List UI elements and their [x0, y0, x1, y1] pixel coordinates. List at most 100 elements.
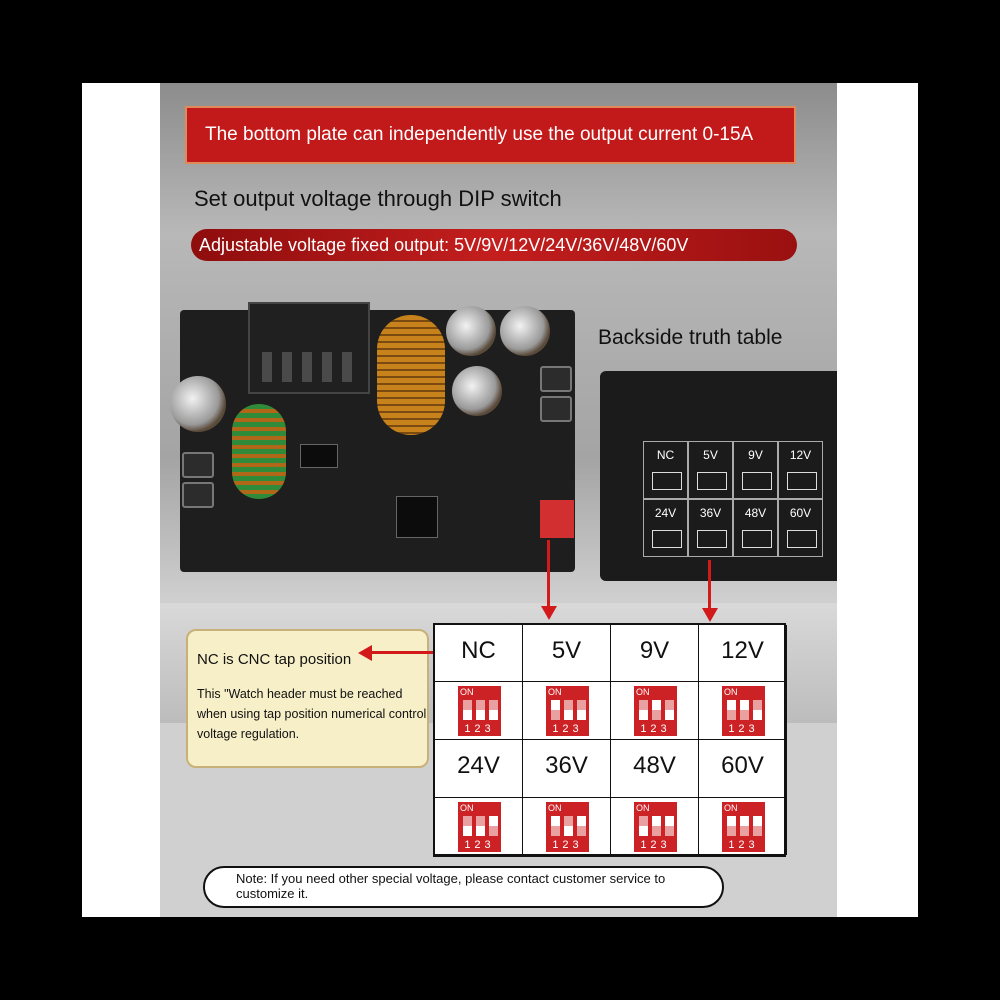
- dip-switch-icon: ON 123: [546, 686, 589, 736]
- mini-label: 60V: [789, 506, 812, 520]
- mini-label: 9V: [748, 448, 763, 462]
- dip-on-label: ON: [724, 687, 738, 697]
- dip-knob: [564, 826, 573, 836]
- dip-slot: [665, 700, 674, 720]
- dip-knob: [652, 816, 661, 826]
- dip-slot: [577, 816, 586, 836]
- backside-board-image: [600, 371, 837, 581]
- arrow-left-icon: [358, 645, 372, 661]
- capacitor: [452, 366, 502, 416]
- dip-knob: [727, 816, 736, 826]
- heatsink-fin: [302, 352, 312, 382]
- heatsink-fin: [342, 352, 352, 382]
- mini-label: NC: [656, 448, 675, 462]
- dip-knob: [740, 816, 749, 826]
- dip-on-label: ON: [460, 803, 474, 813]
- dip-knob: [639, 710, 648, 720]
- dip-knob: [476, 826, 485, 836]
- heatsink-fin: [282, 352, 292, 382]
- dip-slot: [740, 816, 749, 836]
- backside-title: Backside truth table: [598, 326, 783, 349]
- dip-numbers: 123: [640, 723, 671, 735]
- mini-cell: 48V: [733, 499, 778, 557]
- dip-numbers: 123: [728, 723, 759, 735]
- dip-numbers: 123: [728, 839, 759, 851]
- subtitle: Set output voltage through DIP switch: [194, 186, 562, 211]
- dip-knob: [564, 710, 573, 720]
- dip-knob: [740, 700, 749, 710]
- dip-knob: [577, 710, 586, 720]
- dip-switch-icon: ON 123: [722, 686, 765, 736]
- dip-knob: [476, 710, 485, 720]
- dip-knob: [665, 816, 674, 826]
- dip-slot: [463, 700, 472, 720]
- voltage-banner: Adjustable voltage fixed output: 5V/9V/1…: [191, 229, 797, 261]
- mini-label: 5V: [703, 448, 718, 462]
- arrow-down-icon: [541, 606, 557, 620]
- dip-numbers: 123: [552, 723, 583, 735]
- mini-switch: [697, 530, 727, 548]
- dip-slot: [652, 816, 661, 836]
- dip-on-label: ON: [636, 803, 650, 813]
- capacitor: [170, 376, 226, 432]
- mini-label: 12V: [789, 448, 812, 462]
- dip-slot: [564, 816, 573, 836]
- dip-slot: [476, 816, 485, 836]
- dip-knob: [489, 816, 498, 826]
- dip-knob: [463, 826, 472, 836]
- terminal: [182, 482, 214, 508]
- dip-slot: [489, 700, 498, 720]
- dip-slot: [476, 700, 485, 720]
- dip-on-label: ON: [460, 687, 474, 697]
- mini-label: 36V: [699, 506, 722, 520]
- dip-numbers: 123: [552, 839, 583, 851]
- dip-knob: [463, 710, 472, 720]
- dip-knob: [665, 710, 674, 720]
- dip-switch-on-board: [540, 500, 574, 538]
- dip-slot: [727, 816, 736, 836]
- dip-slot: [753, 816, 762, 836]
- dip-slot: [489, 816, 498, 836]
- mini-cell: 5V: [688, 441, 733, 499]
- dip-switch-icon: ON 123: [546, 802, 589, 852]
- dip-on-label: ON: [548, 803, 562, 813]
- mini-switch: [787, 472, 817, 490]
- dip-knob: [551, 700, 560, 710]
- voltage-label: 9V: [611, 625, 699, 682]
- mini-cell: 9V: [733, 441, 778, 499]
- dip-slot: [639, 816, 648, 836]
- mini-label: 24V: [654, 506, 677, 520]
- terminal: [540, 396, 572, 422]
- inductor-coil: [232, 404, 286, 499]
- dip-on-label: ON: [548, 687, 562, 697]
- dip-slot: [727, 700, 736, 720]
- dip-slot: [551, 816, 560, 836]
- dip-switch-cell: ON 123: [435, 798, 523, 855]
- dip-knob: [639, 826, 648, 836]
- dip-slot: [564, 700, 573, 720]
- voltage-label: NC: [435, 625, 523, 682]
- dip-numbers: 123: [464, 839, 495, 851]
- mcu-chip: [396, 496, 438, 538]
- dip-switch-cell: ON 123: [523, 682, 611, 740]
- dip-knob: [551, 816, 560, 826]
- mini-cell: 12V: [778, 441, 823, 499]
- voltage-label: 48V: [611, 740, 699, 798]
- mini-switch: [652, 530, 682, 548]
- backside-truth-table: NC 5V 9V 12V 24V 36V 48V 60V: [643, 441, 825, 561]
- mini-label: 48V: [744, 506, 767, 520]
- mini-switch: [697, 472, 727, 490]
- mini-cell: NC: [643, 441, 688, 499]
- dip-slot: [740, 700, 749, 720]
- dip-knob: [652, 700, 661, 710]
- dip-switch-cell: ON 123: [699, 682, 787, 740]
- arrow-down-icon: [702, 608, 718, 622]
- mini-switch: [787, 530, 817, 548]
- dip-knob: [577, 816, 586, 826]
